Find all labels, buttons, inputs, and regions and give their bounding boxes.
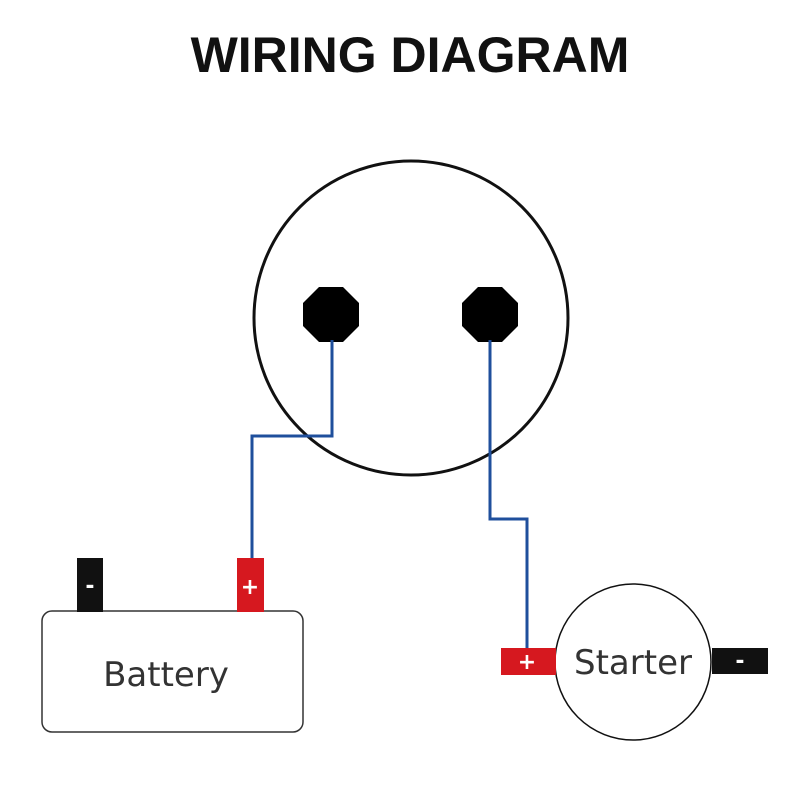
switch-body: [252, 159, 570, 477]
battery-positive-terminal: [237, 558, 264, 612]
wire-switch-to-starter: [488, 340, 529, 648]
battery-label: Battery: [103, 655, 229, 695]
starter-positive-sign: +: [518, 650, 536, 675]
battery-negative-sign: -: [85, 574, 94, 599]
wire-battery-to-switch: [250, 340, 334, 562]
diagram-title: WIRING DIAGRAM: [191, 27, 630, 83]
starter-negative-terminal: [712, 648, 768, 674]
switch-terminal-right: [462, 287, 518, 342]
switch-terminal-left: [303, 287, 359, 342]
battery-positive-sign: +: [241, 575, 259, 600]
starter-positive-terminal: [501, 648, 556, 675]
starter-negative-sign: -: [735, 649, 744, 674]
battery-negative-terminal: [77, 558, 103, 612]
starter-label: Starter: [574, 643, 692, 683]
battery-body: [41, 610, 304, 733]
